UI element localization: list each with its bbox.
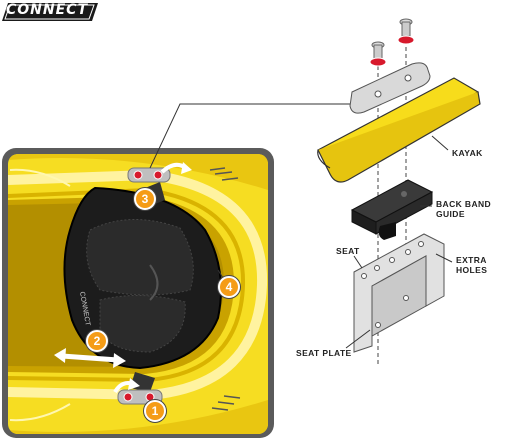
logo-text: CONNECT (6, 2, 88, 18)
exploded-assembly (317, 18, 481, 365)
double-arrow-icon (61, 353, 119, 363)
kayak-photo-panel: CONNECT (2, 148, 274, 438)
step-badge-1: 1 (144, 400, 166, 422)
connect-logo (2, 3, 98, 21)
step-badge-2: 2 (86, 330, 108, 352)
bolt-icon (397, 18, 415, 45)
label-back-band-guide: BACK BAND GUIDE (436, 199, 492, 219)
label-seat-plate: SEAT PLATE (296, 348, 352, 358)
step-badge-3: 3 (134, 188, 156, 210)
bolt-icon (369, 41, 387, 67)
label-kayak: KAYAK (452, 148, 483, 158)
label-seat: SEAT (336, 246, 360, 256)
label-extra-holes: EXTRA HOLES (456, 255, 488, 275)
step-badge-4: 4 (218, 276, 240, 298)
leader-line (149, 103, 356, 169)
